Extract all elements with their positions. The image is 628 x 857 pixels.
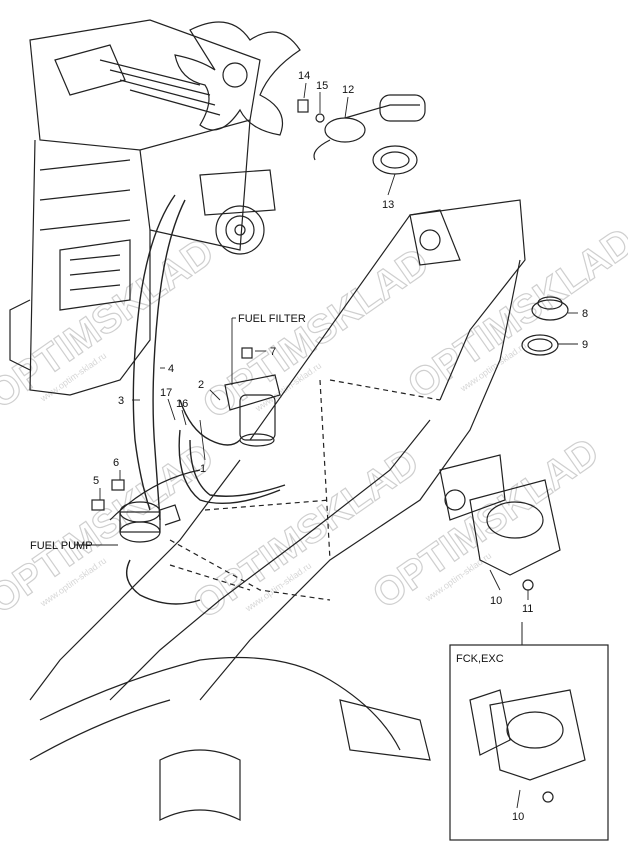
fuel-pump (91, 479, 181, 543)
inset-box (449, 622, 609, 841)
callout-14: 14 (298, 70, 310, 82)
callout-7: 7 (270, 346, 276, 358)
callout-12: 12 (342, 84, 354, 96)
fuel-filter-label: FUEL FILTER (238, 313, 306, 325)
callout-2: 2 (198, 379, 204, 391)
watermark-text: OPTIMSKLAD (0, 230, 222, 418)
variant-label: FCK,EXC (456, 653, 504, 665)
callout-13: 13 (382, 199, 394, 211)
fuel-filter (224, 347, 281, 447)
watermark-text: OPTIMSKLAD (195, 240, 437, 428)
callout-3: 3 (118, 395, 124, 407)
watermark-layer: OPTIMSKLAD www.optim-sklad.ru OPTIMSKLAD… (0, 219, 628, 628)
callout-10: 10 (490, 595, 502, 607)
fuel-hoses (126, 194, 286, 605)
watermark-text: OPTIMSKLAD (400, 220, 628, 408)
callout-5: 5 (93, 475, 99, 487)
fuel-level-sender (297, 94, 426, 175)
fuel-pump-label: FUEL PUMP (30, 540, 93, 552)
callout-8: 8 (582, 308, 588, 320)
leader-lines (75, 82, 578, 809)
callout-1: 1 (200, 463, 206, 475)
callout-10-inset: 10 (512, 811, 524, 823)
fuel-tank-frame (29, 199, 526, 821)
callout-9: 9 (582, 339, 588, 351)
callout-4: 4 (168, 363, 174, 375)
callout-16: 16 (176, 398, 188, 410)
filler-bracket (439, 454, 561, 591)
fuel-cap-assembly (521, 296, 569, 356)
callout-6: 6 (113, 457, 119, 469)
engine-block (9, 19, 301, 396)
callout-17: 17 (160, 387, 172, 399)
callout-15: 15 (316, 80, 328, 92)
callout-11: 11 (522, 603, 533, 615)
